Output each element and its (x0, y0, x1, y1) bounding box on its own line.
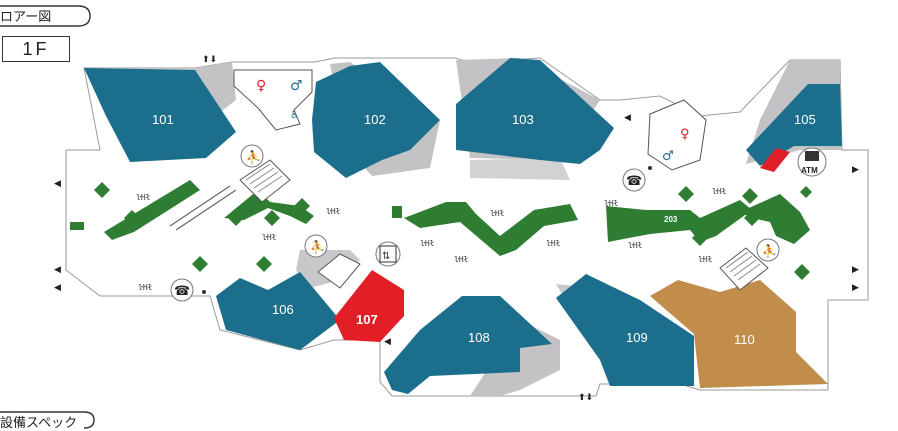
unit-105-highlight (760, 148, 790, 172)
svg-text:ŀHł: ŀHł (262, 233, 277, 242)
icon-stairs-center: ⛹ (304, 234, 328, 258)
svg-text:ŀHł: ŀHł (712, 187, 727, 196)
svg-text:◀: ◀ (54, 265, 61, 275)
spec-heading: 設備スペック (0, 412, 77, 431)
tenant-110[interactable]: 110 (650, 280, 828, 388)
svg-text:ŀHł: ŀHł (326, 207, 341, 216)
svg-text:⛹: ⛹ (310, 239, 325, 254)
svg-text:ŀHł: ŀHł (698, 255, 713, 264)
svg-text:ŀHł: ŀHł (420, 239, 435, 248)
svg-text:ŀHł: ŀHł (136, 193, 151, 202)
tenant-109[interactable]: 109 (556, 274, 694, 386)
unit-102-label: 102 (364, 112, 386, 127)
spec-tab-outline (0, 411, 95, 429)
icon-stairs-right: ⛹ (756, 238, 780, 262)
svg-text:☎: ☎ (626, 174, 642, 189)
restroom-women-icon: ♀ (256, 78, 266, 94)
seating-icons: ŀHł ŀHł ŀHł ŀHł ŀHł ŀHł ŀHł ŀHł ŀHł ŀHł … (136, 187, 727, 292)
restroom-accessible-icon: ♿ (290, 110, 299, 121)
svg-text:◀: ◀ (54, 283, 61, 293)
tenant-103[interactable]: 103 (456, 58, 614, 164)
entrance-arrows: ⬆⬇ ⬆⬇ ◀ ◀ ◀ ▶ ▶ ▶ ◀ ◀ (54, 55, 859, 403)
svg-text:▶: ▶ (852, 283, 859, 293)
unit-203-label: 203 (664, 215, 678, 224)
svg-text:⇅: ⇅ (382, 251, 390, 262)
icon-stairs-left: ⛹ (240, 144, 264, 168)
svg-text:◀: ◀ (624, 113, 631, 123)
spec-heading-text: 設備スペック (0, 416, 78, 431)
unit-105-label: 105 (794, 112, 816, 127)
floor-map-title-text: ロアー図 (0, 10, 52, 25)
tenant-108[interactable]: 108 (384, 296, 552, 394)
restroom-men-icon: ♂ (290, 78, 303, 94)
svg-text:ŀHł: ŀHł (546, 239, 561, 248)
stairs-center (317, 253, 361, 289)
phone-icon-left: ☎ (170, 278, 206, 302)
unit-107-label: 107 (356, 312, 378, 327)
title-tab-outline (0, 5, 91, 27)
unit-110-label: 110 (734, 332, 755, 347)
unit-103-label: 103 (512, 112, 534, 127)
svg-text:⛹: ⛹ (246, 149, 261, 164)
stairs-left (239, 159, 291, 203)
restroom-block-right: ♀ ♂ (647, 99, 707, 171)
svg-text:◀: ◀ (54, 179, 61, 189)
restroom-women-icon-right: ♀ (680, 127, 690, 142)
svg-text:⬆⬇: ⬆⬇ (578, 393, 593, 403)
phone-icon-right: ☎ (622, 166, 652, 192)
svg-text:☎: ☎ (174, 284, 190, 299)
atm-label: ATM (801, 166, 818, 175)
unit-106-label: 106 (272, 302, 294, 317)
svg-text:⛹: ⛹ (762, 243, 777, 258)
restroom-block-top: ♀ ♂ ♿ (233, 69, 313, 131)
svg-text:⬆⬇: ⬆⬇ (202, 55, 217, 65)
unit-108-label: 108 (468, 330, 490, 345)
svg-text:▶: ▶ (852, 165, 859, 175)
svg-text:▶: ▶ (852, 265, 859, 275)
svg-text:◀: ◀ (384, 337, 391, 347)
svg-text:ŀHł: ŀHł (138, 283, 153, 292)
tenant-102[interactable]: 102 (312, 62, 440, 178)
restroom-men-icon-right: ♂ (662, 149, 674, 164)
unit-109-label: 109 (626, 330, 648, 345)
tenant-105[interactable]: 105 (746, 84, 842, 172)
planter-strips (70, 180, 810, 256)
tenant-107[interactable]: 107 (334, 270, 404, 342)
svg-text:ŀHł: ŀHł (454, 255, 469, 264)
floor-indicator-text: 1F (22, 39, 50, 59)
escalator-left (169, 185, 237, 231)
svg-text:ŀHł: ŀHł (604, 199, 619, 208)
atm-icon: ATM (797, 147, 827, 177)
floor-map-title: ロアー図 (0, 6, 51, 25)
svg-text:ŀHł: ŀHł (490, 209, 505, 218)
elevator-icon: ⇅ (375, 241, 401, 267)
tenant-106[interactable]: 106 (216, 272, 340, 350)
svg-text:ŀHł: ŀHł (628, 241, 643, 250)
floor-indicator: 1F (2, 36, 70, 62)
stairs-right (719, 247, 769, 291)
planter-diamonds (94, 182, 812, 280)
unit-101-label: 101 (152, 112, 174, 127)
tenant-101[interactable]: 101 (84, 68, 236, 162)
